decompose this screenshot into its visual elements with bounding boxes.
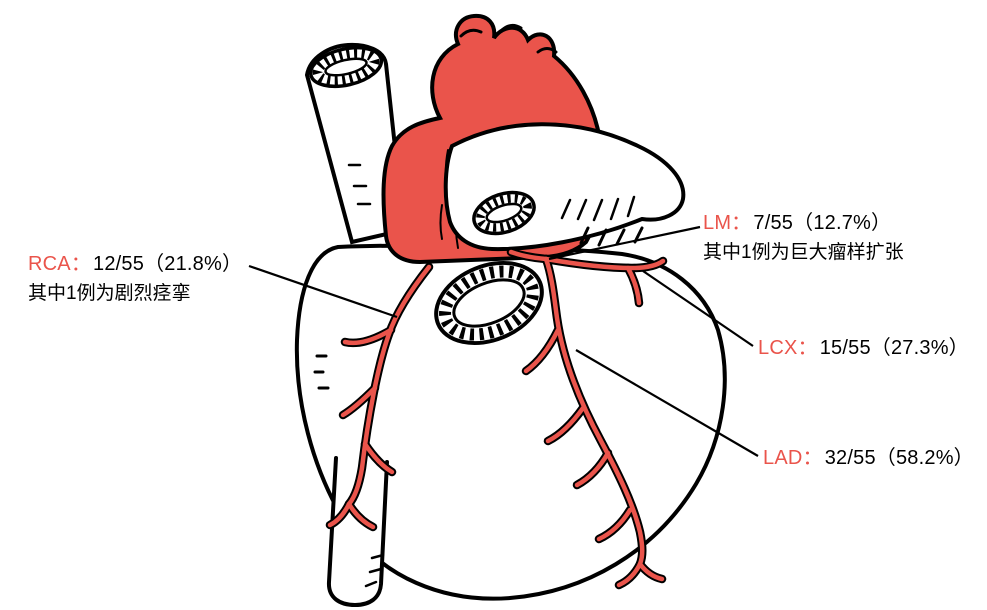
- leader-line-lad: [575, 349, 759, 457]
- annotation-rca-note: 其中1例为剧烈痉挛: [28, 283, 191, 305]
- annotation-lcx-stat: 15/55（27.3%）: [819, 337, 969, 359]
- annotation-lad: LAD：32/55（58.2%）: [763, 444, 974, 472]
- heart-body: [294, 243, 727, 601]
- annotation-rca-label: RCA：: [28, 253, 92, 275]
- pulmonary-artery-hatch: [560, 195, 636, 222]
- annotation-lcx: LCX：15/55（27.3%）: [758, 334, 969, 362]
- svc-hatch-marks: [347, 163, 372, 206]
- annotation-rca: RCA：12/55（21.8%） 其中1例为剧烈痉挛: [28, 250, 242, 308]
- aortic-root-opening: [434, 260, 544, 346]
- annotation-lm: LM：7/55（12.7%） 其中1例为巨大瘤样扩张: [703, 209, 904, 267]
- svc-opening: [308, 45, 384, 89]
- superior-vena-cava: [304, 42, 407, 245]
- annotation-lcx-label: LCX：: [758, 337, 818, 359]
- annotation-lm-note: 其中1例为巨大瘤样扩张: [703, 242, 904, 264]
- aortic-arch-branch-marks: [459, 23, 558, 54]
- annotation-lm-stat: 7/55（12.7%）: [753, 212, 892, 234]
- pulmonary-opening: [472, 190, 536, 236]
- inferior-vena-cava: [326, 456, 389, 608]
- leader-line-rca: [248, 264, 398, 319]
- annotation-lad-label: LAD：: [763, 447, 823, 469]
- annotation-lm-label: LM：: [703, 212, 752, 234]
- annotation-rca-stat: 12/55（21.8%）: [93, 253, 243, 275]
- leader-line-lm: [548, 225, 701, 261]
- leader-line-lcx: [642, 270, 754, 347]
- annotation-lad-stat: 32/55（58.2%）: [824, 447, 974, 469]
